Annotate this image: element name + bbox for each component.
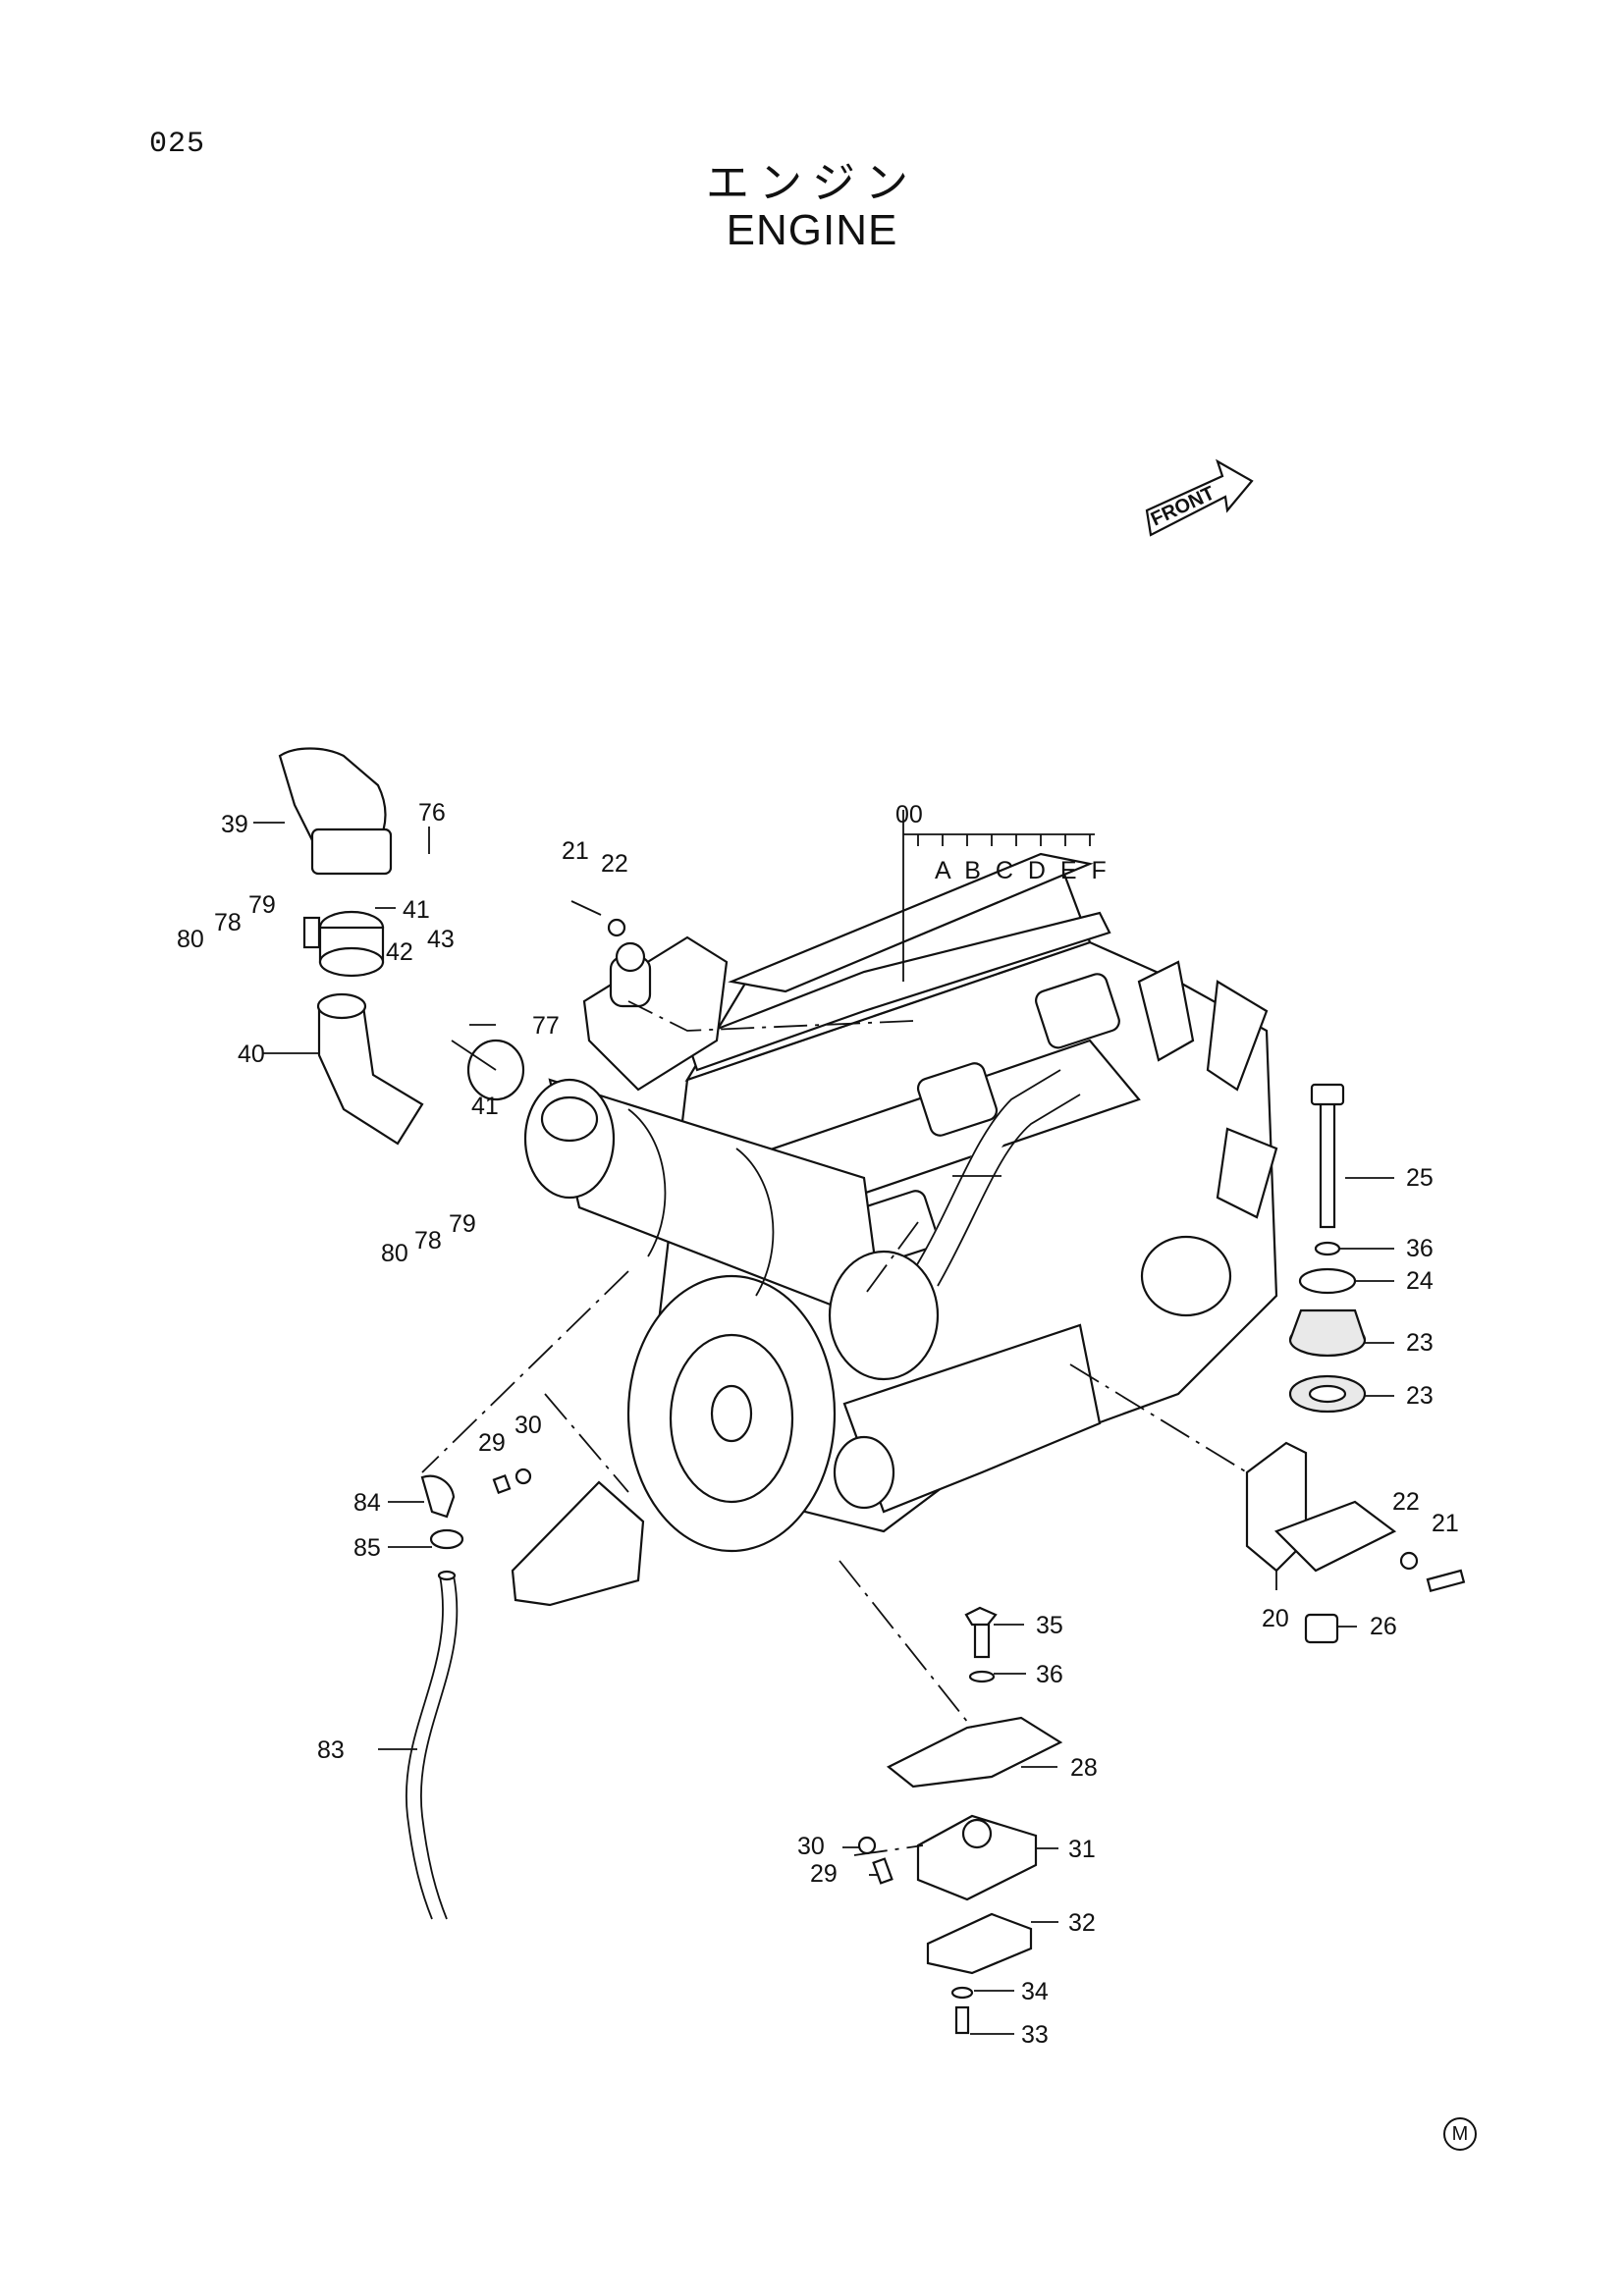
- label-30-rear: 30: [797, 1833, 825, 1860]
- label-35: 35: [1036, 1612, 1063, 1639]
- label-78-upper: 78: [214, 909, 242, 936]
- label-43: 43: [427, 926, 455, 953]
- label-39: 39: [221, 811, 248, 838]
- label-29-rear: 29: [810, 1860, 838, 1888]
- part-39-inlet: [278, 747, 393, 876]
- left-front-mount: [492, 1468, 645, 1607]
- label-36-right: 36: [1406, 1235, 1434, 1262]
- title-japanese: エンジン: [706, 158, 918, 208]
- label-83: 83: [317, 1736, 345, 1764]
- label-79-lower: 79: [449, 1210, 476, 1238]
- label-36-rear: 36: [1036, 1661, 1063, 1688]
- label-assembly-00: 00: [895, 801, 923, 828]
- manufacturer-mark-icon: M: [1443, 2117, 1477, 2151]
- label-80-upper: 80: [177, 926, 204, 953]
- front-arrow-icon: FRONT: [1145, 458, 1254, 537]
- label-33: 33: [1021, 2021, 1049, 2049]
- label-21-upper: 21: [562, 837, 589, 865]
- label-40: 40: [238, 1041, 265, 1068]
- label-76: 76: [418, 799, 446, 827]
- label-34: 34: [1021, 1978, 1049, 2005]
- label-23-lower: 23: [1406, 1382, 1434, 1410]
- label-24: 24: [1406, 1267, 1434, 1295]
- page-number: 025: [149, 128, 206, 161]
- label-30-left: 30: [514, 1412, 542, 1439]
- label-77: 77: [532, 1012, 560, 1040]
- label-32: 32: [1068, 1909, 1096, 1937]
- label-84: 84: [353, 1489, 381, 1517]
- rear-mount-stack: [857, 1606, 1063, 2035]
- label-23-upper: 23: [1406, 1329, 1434, 1357]
- label-20: 20: [1262, 1605, 1289, 1632]
- part-41-clamp-lower: [451, 1039, 525, 1101]
- part-41-clamp-upper: [302, 910, 385, 978]
- right-mount-stack: [1245, 1083, 1466, 1644]
- label-26: 26: [1370, 1613, 1397, 1640]
- label-41-upper: 41: [403, 896, 430, 924]
- title-english: ENGINE: [726, 206, 898, 254]
- label-21-right: 21: [1432, 1510, 1459, 1537]
- label-85: 85: [353, 1534, 381, 1562]
- drain-hose: [406, 1474, 464, 1920]
- label-78-lower: 78: [414, 1227, 442, 1255]
- front-label: FRONT: [1148, 482, 1218, 530]
- upper-mount: [570, 900, 729, 1092]
- label-80-lower: 80: [381, 1240, 408, 1267]
- part-40-elbow: [316, 992, 424, 1146]
- label-79-upper: 79: [248, 891, 276, 919]
- leader-lines: [253, 822, 1394, 2035]
- label-28: 28: [1070, 1754, 1098, 1782]
- label-22-upper: 22: [601, 850, 628, 878]
- label-22-right: 22: [1392, 1488, 1420, 1516]
- label-31: 31: [1068, 1836, 1096, 1863]
- label-42: 42: [386, 938, 413, 966]
- label-25: 25: [1406, 1164, 1434, 1192]
- muffler: [523, 1078, 940, 1381]
- label-assembly-variants: A B C D E F: [935, 857, 1110, 884]
- label-29-left: 29: [478, 1429, 506, 1457]
- label-41-lower: 41: [471, 1093, 499, 1120]
